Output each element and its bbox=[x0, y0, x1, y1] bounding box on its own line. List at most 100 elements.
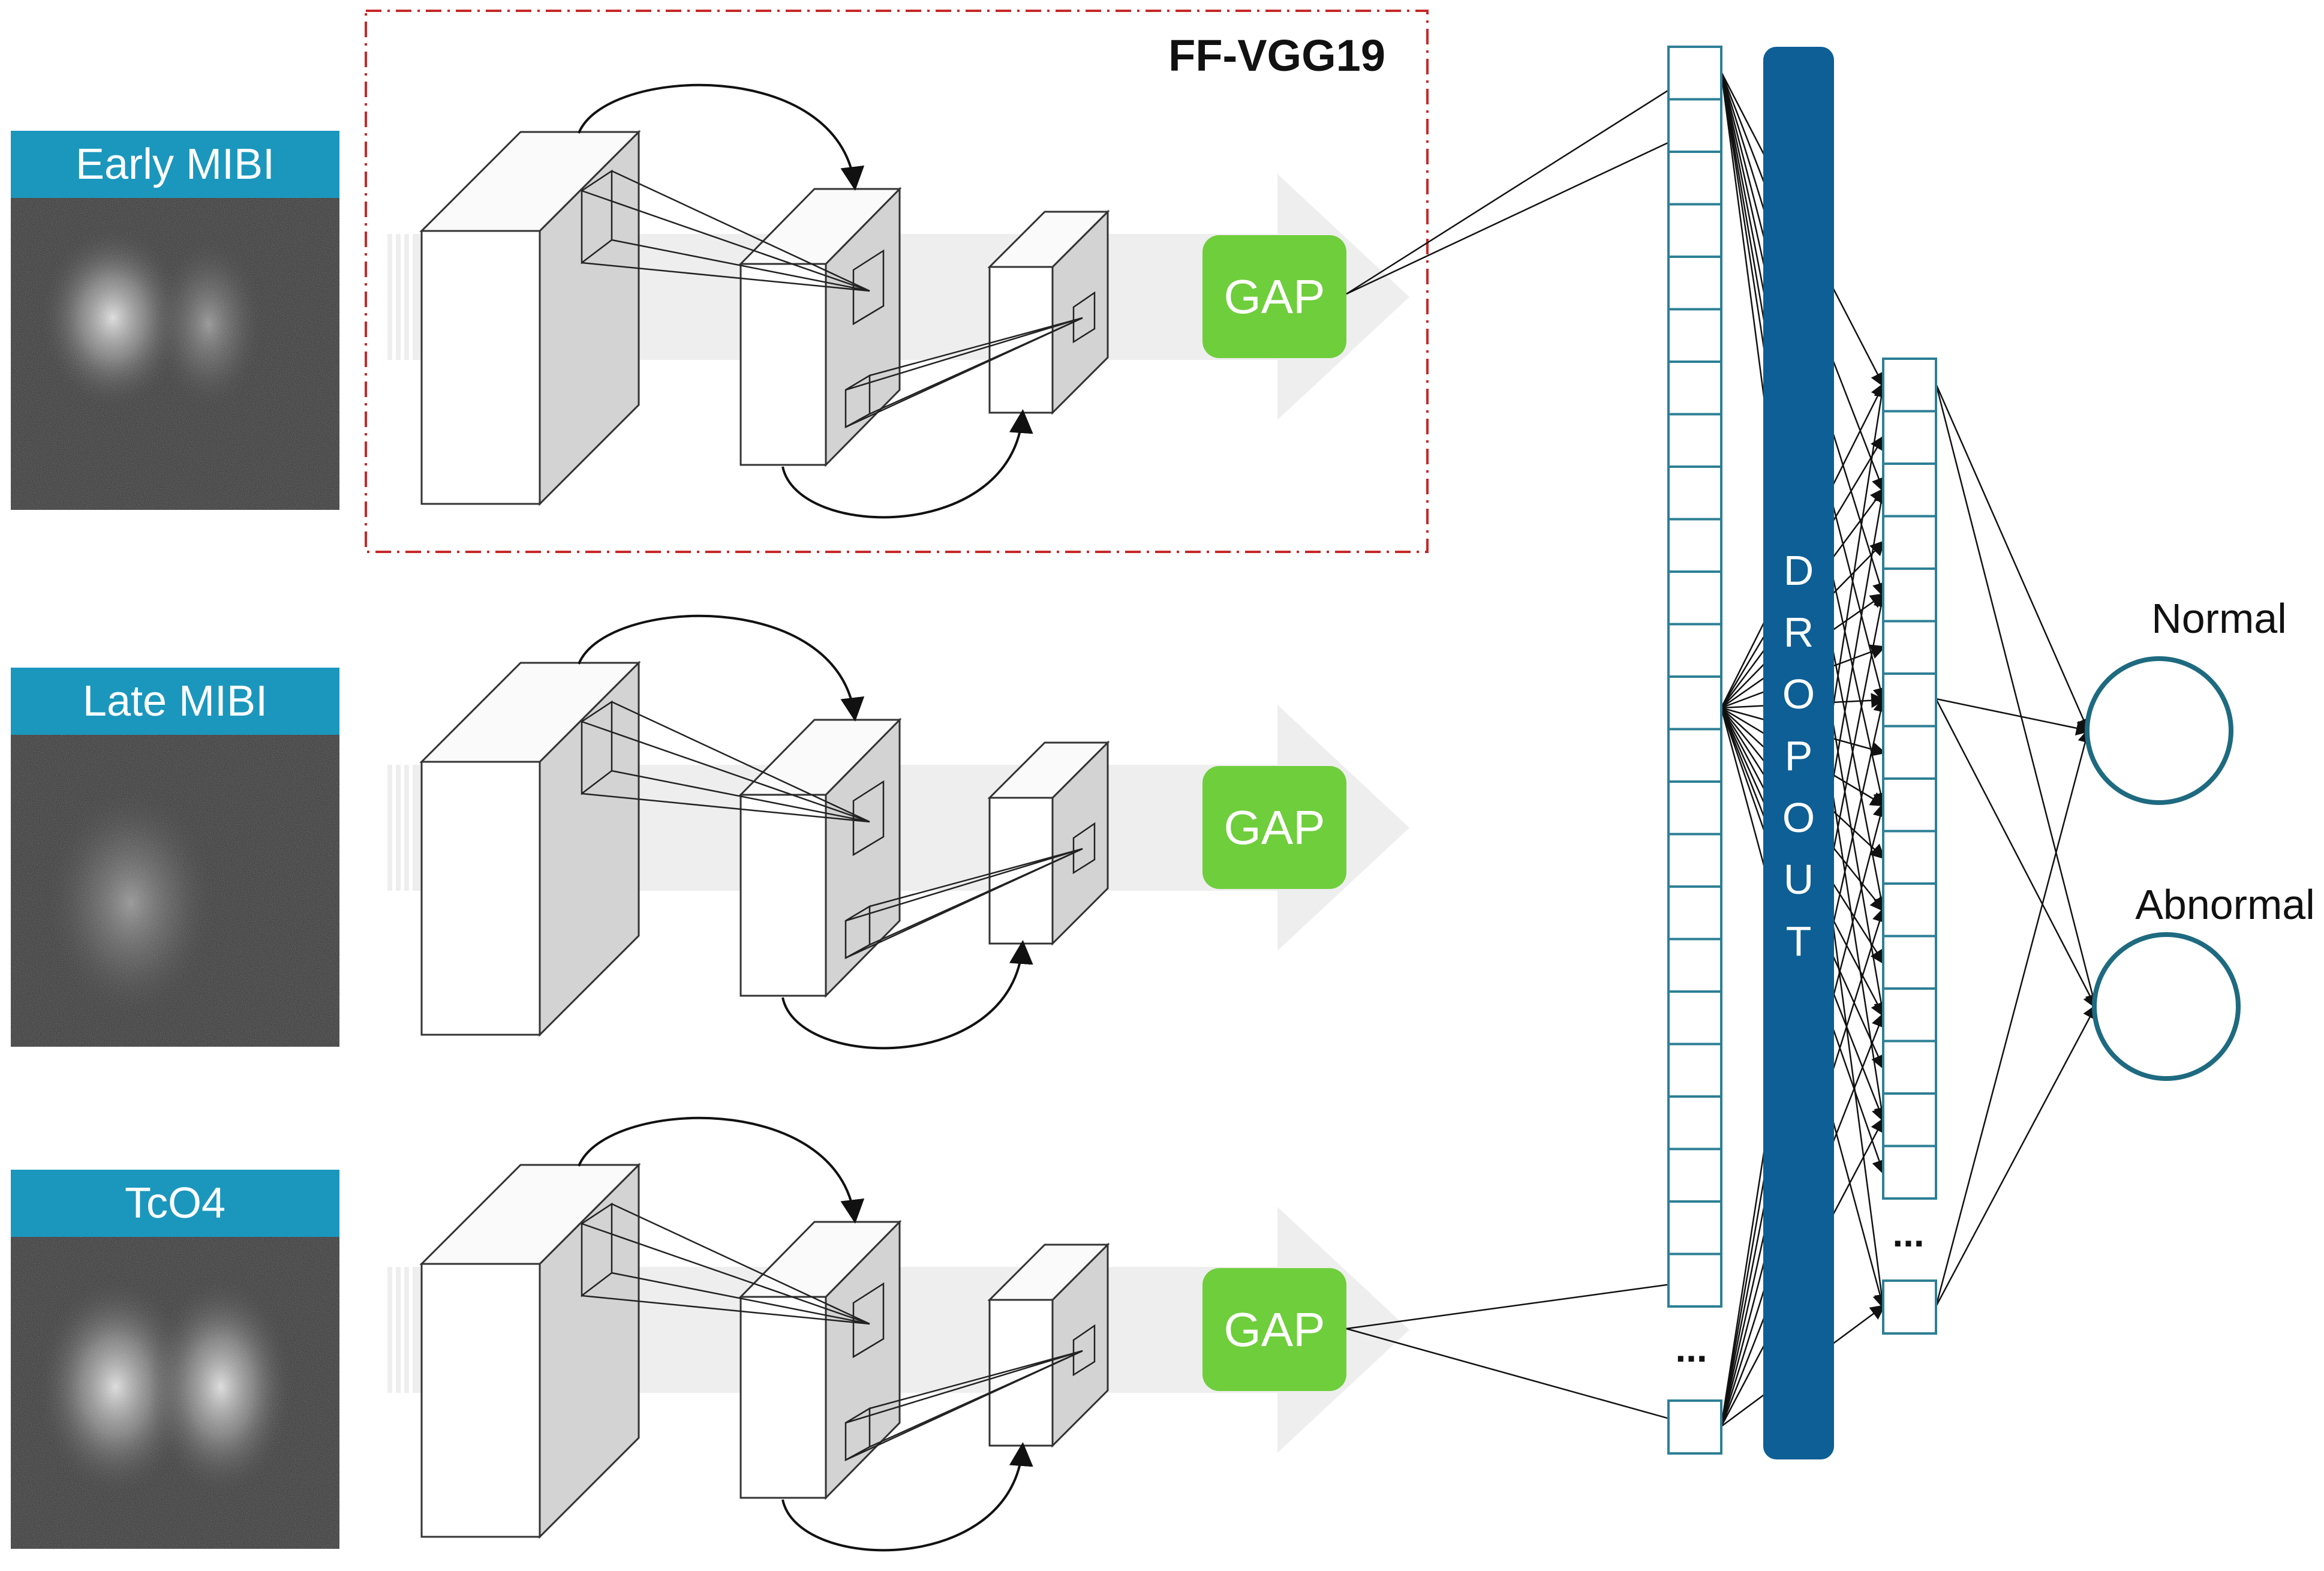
flow-arrow-stripe bbox=[409, 234, 413, 360]
projection-line bbox=[611, 701, 870, 823]
conv-block-2-front bbox=[739, 794, 827, 997]
input-panel-2: TcO4 bbox=[11, 1170, 339, 1549]
input-header bbox=[11, 1170, 339, 1237]
projection-line bbox=[869, 1350, 1083, 1448]
projection-line bbox=[611, 770, 870, 823]
connection-line bbox=[1935, 698, 2091, 736]
hidden-ellipsis: ... bbox=[1892, 1212, 1924, 1255]
hidden-cell bbox=[1882, 935, 1937, 990]
feature-cell bbox=[1667, 1043, 1722, 1098]
projection-line bbox=[581, 720, 870, 823]
connection-line bbox=[1935, 383, 2100, 1010]
feature-cell bbox=[1667, 518, 1722, 573]
scan-noise bbox=[11, 1237, 339, 1549]
connection-line bbox=[1935, 1004, 2097, 1307]
flow-arrow-stripe bbox=[409, 1267, 413, 1393]
input-header bbox=[11, 131, 339, 198]
hidden-cell bbox=[1882, 987, 1937, 1043]
conv-block-3-front bbox=[988, 266, 1054, 414]
feature-ellipsis: ... bbox=[1675, 1327, 1707, 1370]
hidden-cell bbox=[1882, 725, 1937, 780]
hidden-cell bbox=[1882, 620, 1937, 675]
gap-label: GAP bbox=[1224, 801, 1325, 854]
output-layer: Normal Abnormal bbox=[2085, 595, 2315, 1081]
scan-noise bbox=[11, 735, 339, 1047]
dropout-letter: U bbox=[1784, 856, 1814, 903]
hidden-cell bbox=[1882, 1092, 1937, 1148]
connection-line bbox=[1935, 698, 2097, 1010]
cnn-branch-1: GAP bbox=[384, 614, 1409, 1050]
skip-arrow-top bbox=[578, 614, 865, 722]
feature-cell bbox=[1667, 780, 1722, 836]
receptive-field-2 bbox=[852, 780, 885, 857]
hidden-cell bbox=[1882, 1040, 1937, 1095]
gap-label: GAP bbox=[1224, 270, 1325, 323]
feature-cell bbox=[1667, 728, 1722, 783]
flow-arrow-stripe bbox=[401, 765, 404, 891]
projection-line bbox=[611, 170, 870, 292]
flow-arrow-stripe bbox=[392, 234, 396, 360]
input-panel-0: Early MIBI bbox=[11, 131, 339, 510]
feature-cell bbox=[1667, 990, 1722, 1046]
skip-arrow-bottom bbox=[781, 940, 1033, 1050]
conv-block-1-front bbox=[420, 761, 541, 1036]
projection-line bbox=[581, 262, 870, 292]
receptive-field-2 bbox=[852, 249, 885, 326]
hidden-cell bbox=[1882, 410, 1937, 465]
flow-arrow-stripe bbox=[392, 1267, 396, 1393]
projection-line bbox=[581, 1222, 870, 1325]
hidden-cell bbox=[1882, 882, 1937, 938]
input-label: Late MIBI bbox=[83, 677, 267, 725]
projection-line bbox=[581, 792, 870, 823]
projection-line bbox=[869, 317, 1083, 415]
connection-line bbox=[1935, 383, 2091, 734]
conv-block-2-front bbox=[739, 263, 827, 466]
input-header bbox=[11, 668, 339, 735]
feature-cell bbox=[1667, 203, 1722, 258]
output-label-abnormal: Abnormal bbox=[2135, 881, 2315, 928]
connection-line bbox=[1346, 71, 1698, 295]
feature-cell bbox=[1667, 361, 1722, 416]
output-node-abnormal bbox=[2092, 932, 2241, 1081]
projection-line bbox=[611, 1272, 870, 1325]
feature-cell bbox=[1667, 938, 1722, 993]
hidden-cell bbox=[1882, 515, 1937, 570]
feature-cell bbox=[1667, 623, 1722, 678]
hidden-cell bbox=[1882, 462, 1937, 518]
feature-cell bbox=[1667, 256, 1722, 311]
gap-label: GAP bbox=[1224, 1303, 1325, 1356]
flow-arrow-stripe bbox=[384, 1267, 387, 1393]
gap-block bbox=[1202, 766, 1346, 889]
feature-cell bbox=[1667, 151, 1722, 206]
skip-arrow-top bbox=[578, 1116, 865, 1224]
input-label: Early MIBI bbox=[76, 140, 275, 188]
connection-line bbox=[1346, 1279, 1698, 1330]
dropout-bar bbox=[1763, 47, 1834, 1459]
dropout-letter: P bbox=[1785, 732, 1813, 779]
dropout-letter: R bbox=[1784, 609, 1814, 656]
scan-noise bbox=[11, 198, 339, 510]
dropout-letter: O bbox=[1782, 671, 1815, 717]
projection-line bbox=[869, 1350, 1083, 1410]
projection-line bbox=[869, 848, 1083, 946]
feature-cell-last bbox=[1667, 1399, 1722, 1455]
feature-cell bbox=[1667, 308, 1722, 363]
projection-line bbox=[611, 239, 870, 292]
hidden-cell-last bbox=[1882, 1279, 1937, 1335]
gap-block bbox=[1202, 235, 1346, 358]
conv-block-1-front bbox=[420, 230, 541, 505]
skip-arrow-bottom bbox=[781, 409, 1033, 519]
cnn-branch-0: GAP bbox=[384, 83, 1409, 519]
skip-arrow-bottom bbox=[781, 1442, 1033, 1552]
flow-arrow-stripe bbox=[401, 234, 404, 360]
feature-cell bbox=[1667, 1200, 1722, 1255]
flow-arrow-stripe bbox=[409, 765, 413, 891]
feature-cell bbox=[1667, 885, 1722, 941]
feature-cell bbox=[1667, 1095, 1722, 1151]
input-panels: Early MIBI Late MIBI TcO4 bbox=[11, 131, 339, 1549]
dropout-letter: D bbox=[1784, 547, 1814, 594]
input-panel-1: Late MIBI bbox=[11, 668, 339, 1047]
connection-line bbox=[1935, 728, 2092, 1307]
input-label: TcO4 bbox=[125, 1179, 226, 1227]
